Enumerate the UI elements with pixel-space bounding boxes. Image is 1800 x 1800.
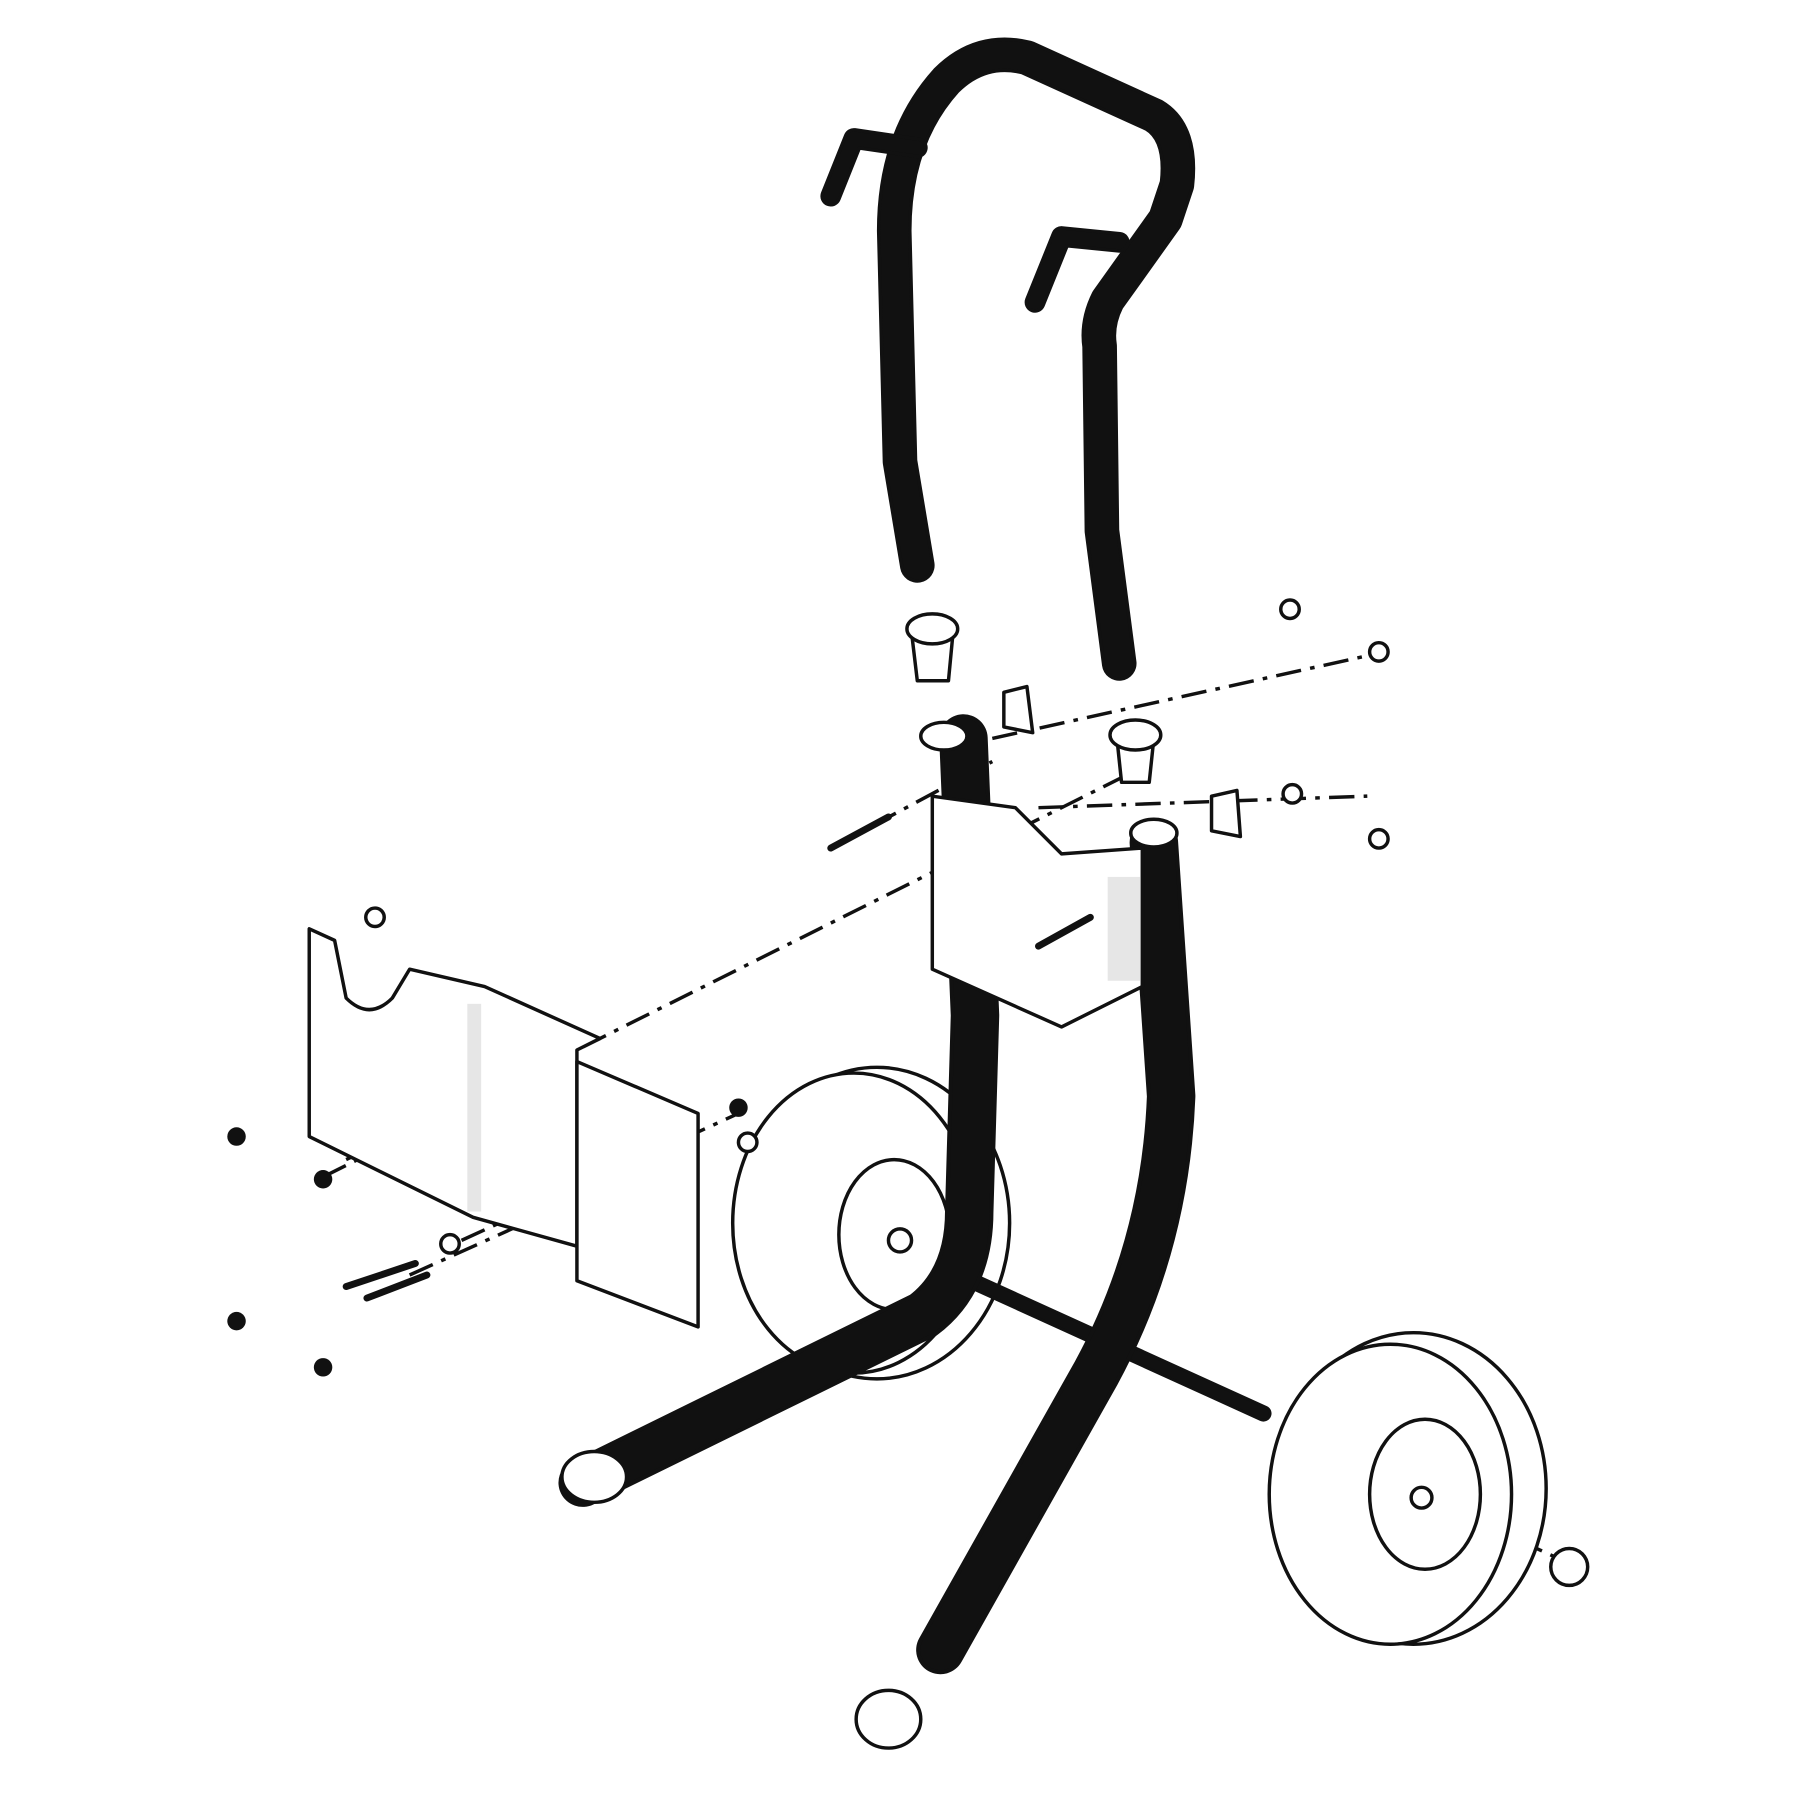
- foot-caps: [560, 1449, 1590, 1750]
- handle-assembly: [820, 37, 1196, 681]
- fasteners: [227, 598, 1390, 1377]
- frame: [558, 714, 1196, 1675]
- tube-plugs: [905, 612, 1163, 785]
- mounting-plate-back: [307, 927, 602, 1248]
- mounting-plate-front: [575, 1059, 700, 1329]
- wheel-right: [1267, 1330, 1548, 1646]
